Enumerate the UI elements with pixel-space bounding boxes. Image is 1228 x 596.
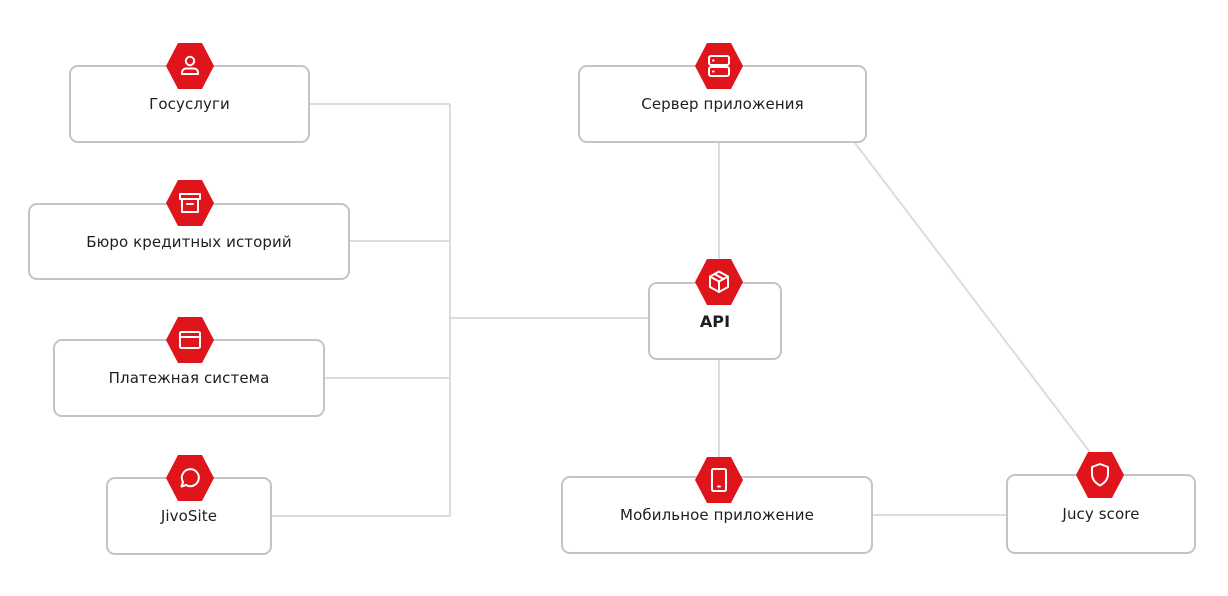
chat-bubble-icon [164,452,216,504]
node-server-label: Сервер приложения [641,95,804,113]
node-jivosite-label: JivoSite [160,507,218,525]
shield-icon [1074,449,1126,501]
server-icon [693,40,745,92]
card-icon [164,314,216,366]
node-jucy-label: Jucy score [1062,505,1140,523]
node-payment-label: Платежная система [108,369,270,387]
node-jivosite[interactable]: JivoSite [106,477,272,555]
cube-icon [693,256,745,308]
archive-box-icon [164,177,216,229]
phone-icon [693,454,745,506]
user-icon [164,40,216,92]
node-mobile-label: Мобильное приложение [620,506,814,524]
node-bki-label: Бюро кредитных историй [86,232,292,251]
node-api-label: API [699,311,731,331]
connector-server-jucy [854,142,1093,456]
node-gosuslugi-label: Госуслуги [149,95,230,113]
